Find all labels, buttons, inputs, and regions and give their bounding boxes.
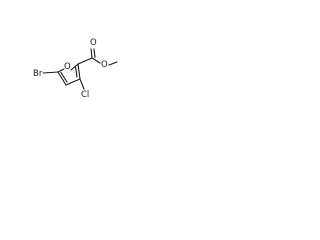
structure-diagram: Br O Cl O O	[33, 38, 118, 100]
bond-carbonyl-c-to-o-double	[93, 48, 96, 59]
carbonyl-oxygen-label: O	[90, 38, 97, 48]
bond-carbonyl-c-to-ester-o	[91, 57, 101, 64]
bond-c3-to-c4	[65, 78, 81, 86]
bromine-label: Br	[33, 69, 43, 79]
bond-c5-to-ring-o	[57, 68, 65, 73]
bond-c2-to-carbonyl-carbon	[77, 57, 93, 65]
bond-c2-to-c3	[77, 63, 81, 80]
bond-ester-o-to-methyl	[108, 61, 118, 66]
bond-c3-to-chlorine	[79, 78, 85, 90]
chlorine-label: Cl	[81, 90, 89, 100]
ester-oxygen-label: O	[101, 60, 108, 70]
bond-c4-c5-double	[60, 71, 68, 83]
ring-oxygen-label: O	[64, 62, 71, 72]
bond-c5-to-bromine	[42, 71, 59, 74]
bond-carbonyl-c-to-o	[90, 48, 93, 59]
bond-c4-to-c5	[57, 71, 67, 86]
bond-ring-o-to-c2	[70, 63, 79, 71]
bond-c2-c3-double	[74, 66, 78, 78]
